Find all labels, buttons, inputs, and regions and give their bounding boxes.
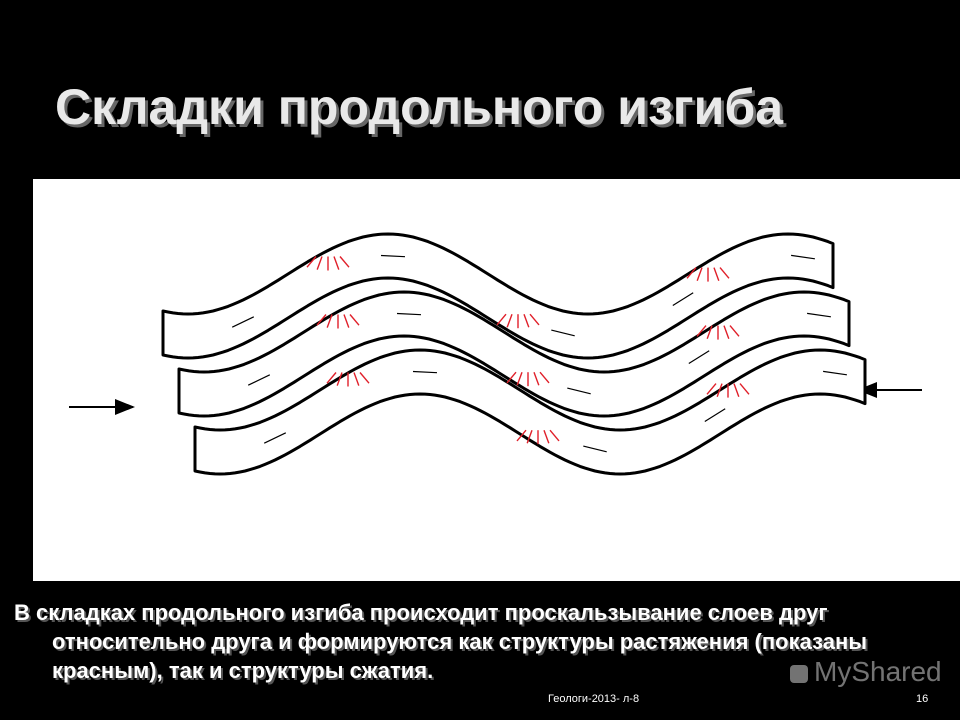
slip-arrow bbox=[567, 387, 591, 395]
extension-mark bbox=[516, 371, 523, 386]
extension-mark bbox=[739, 383, 750, 395]
extension-mark bbox=[516, 429, 527, 442]
extension-mark bbox=[336, 372, 343, 386]
extension-mark bbox=[539, 371, 550, 384]
slip-arrow bbox=[791, 254, 815, 260]
extension-mark bbox=[326, 314, 333, 328]
extension-mark bbox=[696, 267, 703, 282]
fold-layers bbox=[161, 232, 867, 476]
extension-mark bbox=[696, 325, 707, 337]
extension-mark bbox=[353, 372, 360, 386]
extension-mark bbox=[716, 383, 723, 398]
page-number: 16 bbox=[916, 693, 929, 705]
extension-mark bbox=[706, 383, 717, 395]
extension-mark bbox=[686, 267, 697, 279]
slide-title: Складки продольного изгиба bbox=[55, 79, 784, 135]
extension-mark bbox=[549, 429, 560, 442]
extension-mark bbox=[723, 325, 730, 340]
slip-arrow bbox=[396, 312, 422, 316]
slip-arrow bbox=[380, 254, 406, 258]
extension-mark bbox=[316, 256, 323, 270]
slip-arrow bbox=[688, 350, 710, 365]
slip-arrow bbox=[231, 316, 255, 328]
extension-mark bbox=[339, 256, 350, 268]
fold-layer-3 bbox=[193, 348, 867, 476]
slip-arrow bbox=[583, 445, 607, 453]
extension-mark bbox=[529, 313, 540, 326]
watermark-text: MyShared bbox=[814, 656, 942, 687]
extension-mark bbox=[496, 313, 507, 326]
extension-mark bbox=[506, 313, 513, 328]
slip-arrows bbox=[231, 254, 847, 453]
extension-mark bbox=[349, 314, 360, 326]
extension-marks bbox=[306, 256, 750, 445]
extension-mark bbox=[706, 325, 713, 340]
slip-arrow bbox=[704, 408, 726, 423]
slip-arrow bbox=[247, 374, 271, 386]
extension-mark bbox=[533, 371, 540, 386]
fold-diagram bbox=[33, 179, 960, 581]
extension-mark bbox=[719, 267, 730, 279]
extension-mark bbox=[713, 267, 720, 282]
slip-arrow bbox=[807, 312, 831, 318]
extension-mark bbox=[543, 429, 550, 444]
extension-mark bbox=[316, 314, 327, 326]
extension-mark bbox=[729, 325, 740, 337]
slip-arrow bbox=[672, 292, 694, 307]
slide-footer: Геологи-2013- л-8 bbox=[548, 693, 640, 705]
extension-mark bbox=[506, 371, 517, 384]
extension-mark bbox=[343, 314, 350, 328]
slip-arrow bbox=[551, 329, 575, 337]
slip-arrow bbox=[263, 432, 287, 444]
extension-mark bbox=[733, 383, 740, 398]
watermark-logo-icon bbox=[790, 664, 808, 683]
slip-arrow bbox=[412, 370, 438, 374]
fold-layer-1 bbox=[161, 232, 835, 360]
extension-mark bbox=[526, 429, 533, 444]
extension-mark bbox=[306, 256, 317, 268]
extension-mark bbox=[333, 256, 340, 270]
watermark: MyShared bbox=[790, 656, 942, 688]
extension-mark bbox=[523, 313, 530, 328]
slide-caption: В складках продольного изгиба происходит… bbox=[14, 600, 868, 683]
extension-mark bbox=[326, 372, 337, 384]
slip-arrow bbox=[823, 370, 847, 376]
extension-mark bbox=[359, 372, 370, 384]
